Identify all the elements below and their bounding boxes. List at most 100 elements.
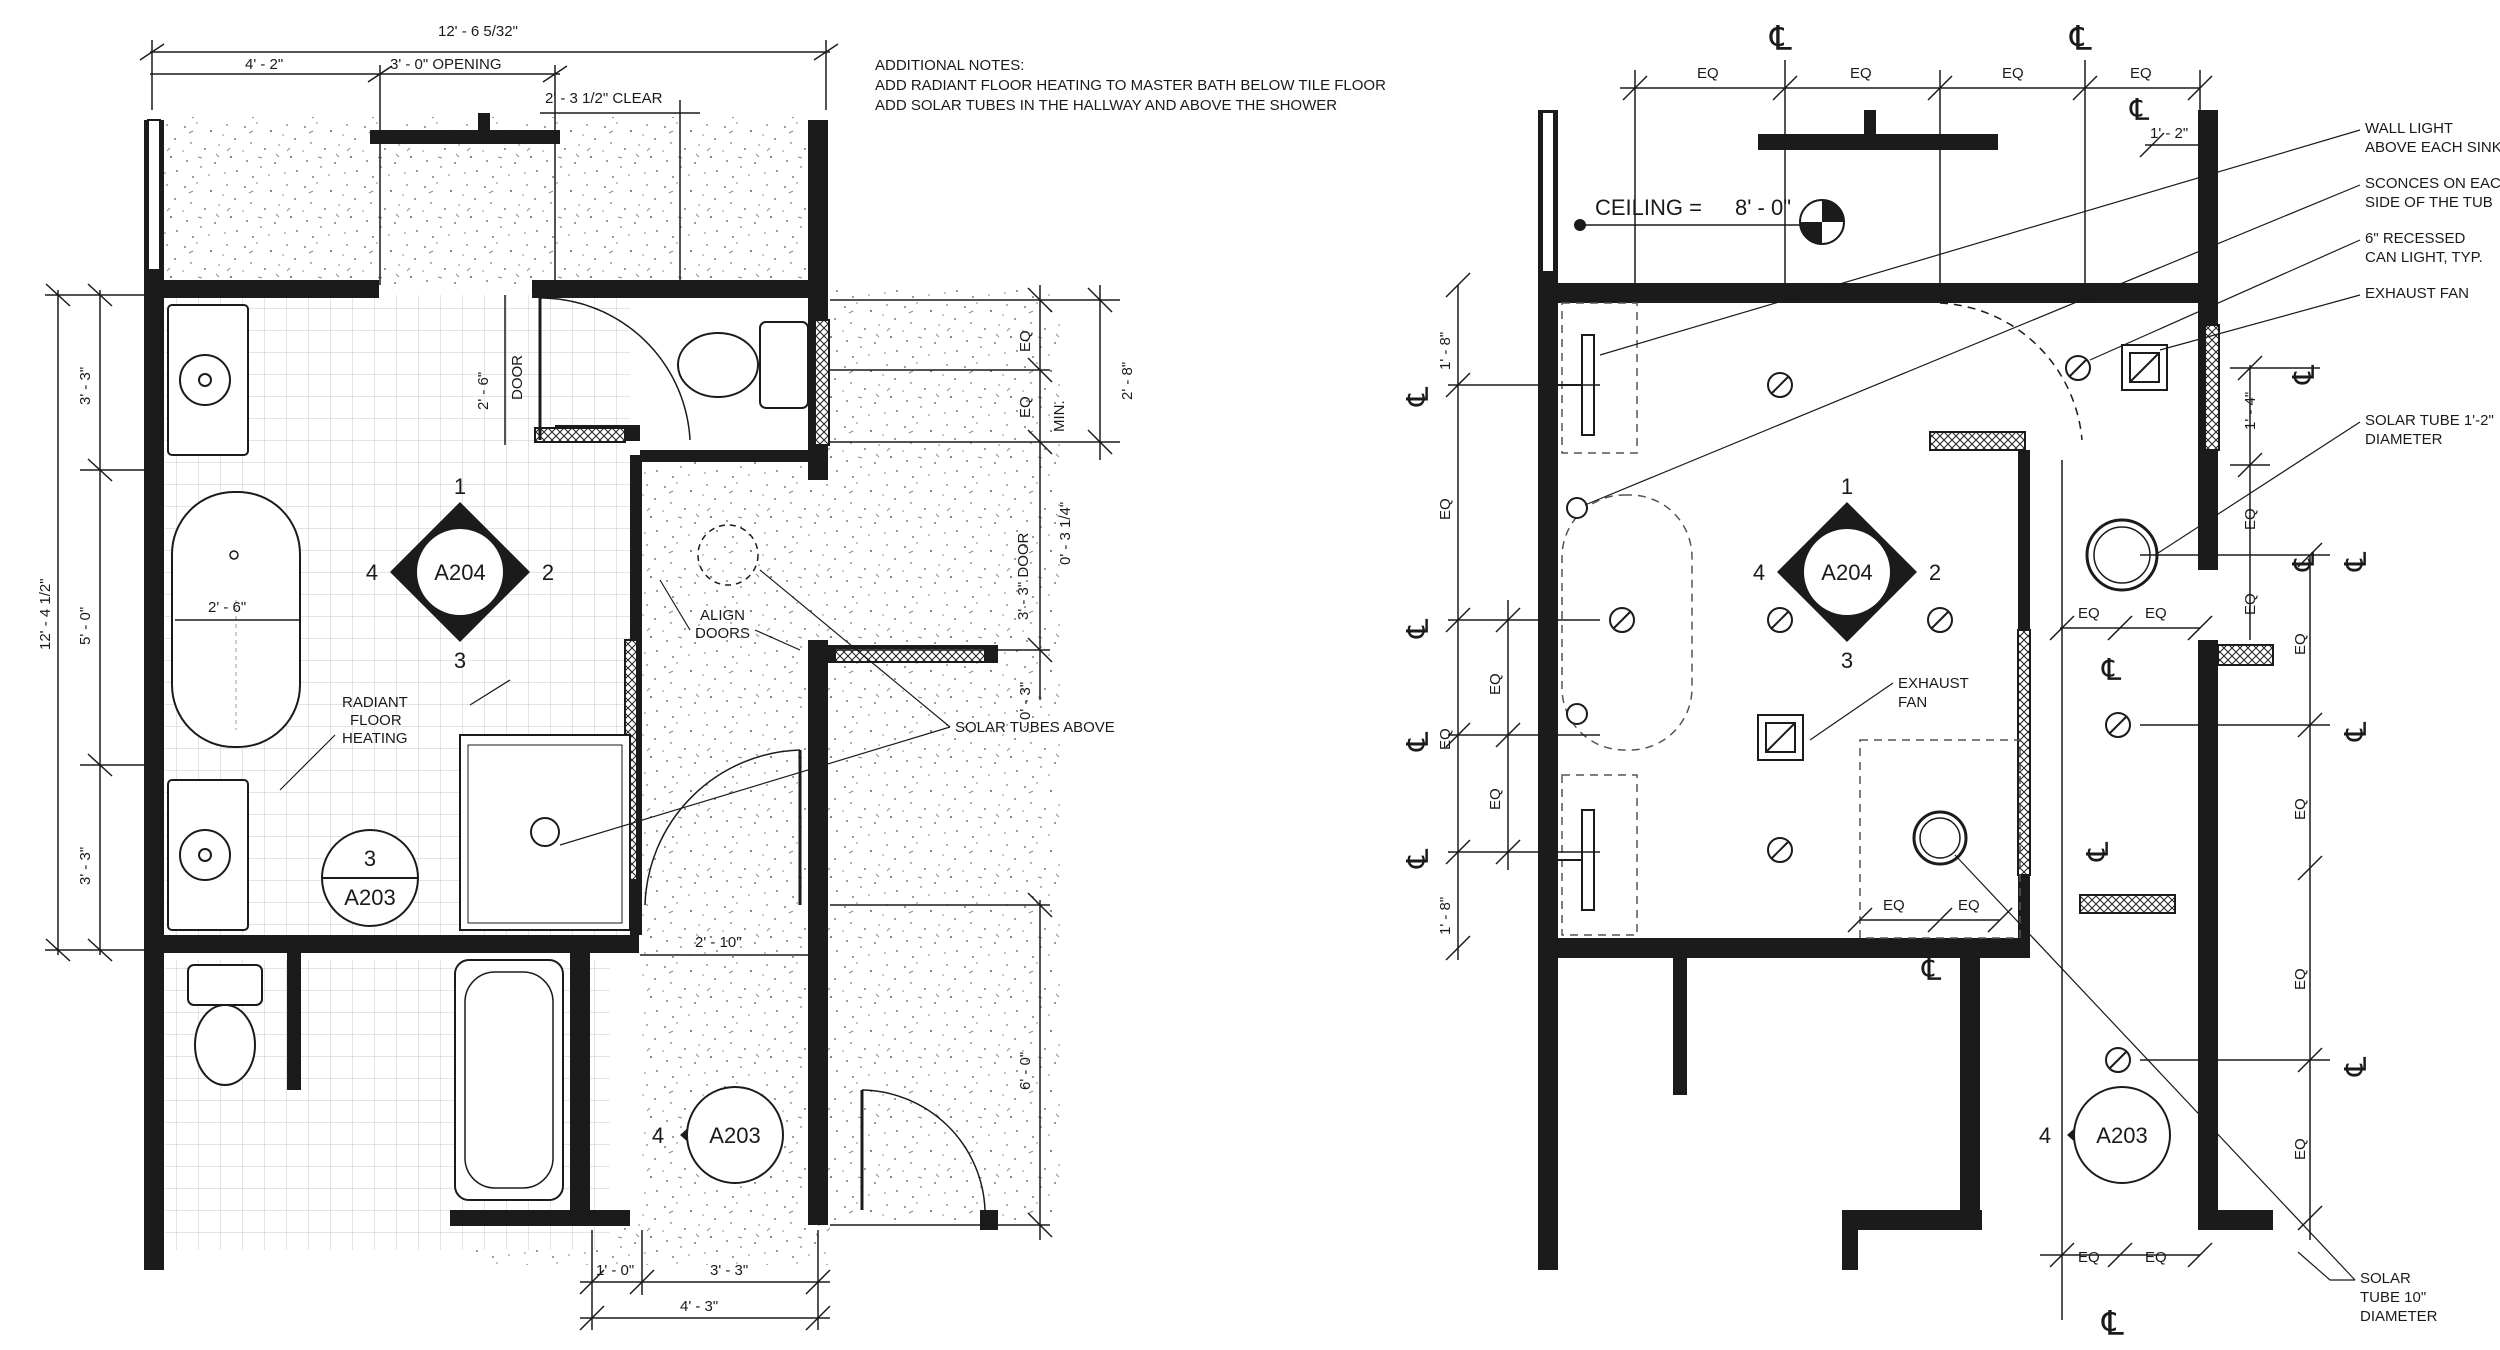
dim-wc-depth: 2' - 8" bbox=[1119, 362, 1136, 400]
r-dim-eq-b: EQ bbox=[1850, 65, 1872, 82]
callout-sconces-1: SCONCES ON EACH bbox=[2365, 175, 2500, 192]
cl-left-1: ℄ bbox=[1402, 386, 1435, 407]
toilet-second bbox=[187, 964, 263, 1086]
svg-text:2: 2 bbox=[542, 560, 554, 585]
dim-gap-a: 0' - 3 1/4" bbox=[1057, 502, 1074, 565]
closet-door-swing bbox=[861, 1089, 986, 1211]
cl-left-2: ℄ bbox=[1402, 618, 1435, 639]
r-dim-eq-h2: EQ bbox=[2145, 605, 2167, 622]
cl-mid-1: ℄ bbox=[2101, 654, 2122, 687]
dim-hall-width: 2' - 10" bbox=[695, 934, 742, 951]
r-dim-1-8-top: 1' - 8" bbox=[1437, 332, 1454, 370]
svg-text:1: 1 bbox=[1841, 474, 1853, 499]
callout-solar-12-2: DIAMETER bbox=[2365, 431, 2443, 448]
sconce-2 bbox=[1566, 703, 1588, 725]
r-dim-eq-r1: EQ bbox=[2242, 508, 2259, 530]
dim-eq-2: EQ bbox=[1017, 396, 1034, 418]
label-align-doors-2: DOORS bbox=[695, 625, 750, 642]
callout-solar-12-1: SOLAR TUBE 1'-2" bbox=[2365, 412, 2494, 429]
r-dim-eq-h4: EQ bbox=[1958, 897, 1980, 914]
can-light bbox=[1767, 372, 1793, 398]
sink-bottom bbox=[167, 779, 249, 931]
dim-opening: 3' - 0" OPENING bbox=[390, 56, 502, 73]
tag-a203-circle: 3 A203 bbox=[321, 829, 419, 927]
r-dim-eq-l3: EQ bbox=[1437, 728, 1454, 750]
shower-drain bbox=[530, 817, 560, 847]
r-dim-eq-h5: EQ bbox=[2078, 1249, 2100, 1266]
wc-side-wall bbox=[814, 319, 830, 446]
svg-text:4: 4 bbox=[2039, 1123, 2051, 1148]
svg-text:A203: A203 bbox=[344, 885, 395, 910]
svg-text:A203: A203 bbox=[2096, 1123, 2147, 1148]
dim-gap-b: 0' - 3" bbox=[1017, 682, 1034, 720]
callout-recessed-1: 6" RECESSED bbox=[2365, 230, 2466, 247]
svg-text:A203: A203 bbox=[709, 1123, 760, 1148]
dim-lines-left bbox=[45, 283, 150, 962]
r-glass-wall bbox=[2017, 629, 2031, 876]
cl-mid-3: ℄ bbox=[1921, 954, 1942, 987]
recessed-lights bbox=[1609, 355, 2131, 1073]
can-light bbox=[2105, 712, 2131, 738]
r-dim-eq-r4: EQ bbox=[2292, 798, 2309, 820]
dim-sink-top: 3' - 3" bbox=[77, 367, 94, 405]
leaders-left bbox=[279, 569, 951, 846]
exhaust-fan-main bbox=[1757, 714, 1804, 761]
cl-right-4: ℄ bbox=[2340, 721, 2373, 742]
r-hall-partition bbox=[2079, 894, 2176, 914]
svg-text:2: 2 bbox=[1929, 560, 1941, 585]
note-2: ADD SOLAR TUBES IN THE HALLWAY AND ABOVE… bbox=[875, 97, 1337, 114]
ceiling-height-icon bbox=[1799, 199, 1845, 245]
shower bbox=[459, 734, 631, 931]
svg-text:3: 3 bbox=[1841, 648, 1853, 673]
callout-solar-10-1: SOLAR bbox=[2360, 1270, 2411, 1287]
r-dim-eq-a: EQ bbox=[1697, 65, 1719, 82]
dim-lines-bottom bbox=[579, 1230, 831, 1331]
note-1: ADD RADIANT FLOOR HEATING TO MASTER BATH… bbox=[875, 77, 1386, 94]
callout-sconces-2: SIDE OF THE TUB bbox=[2365, 194, 2493, 211]
cl-right-5: ℄ bbox=[2340, 1056, 2373, 1077]
ceiling-label: CEILING = bbox=[1595, 195, 1702, 220]
can-light bbox=[1767, 837, 1793, 863]
r-dim-1-2: 1' - 2" bbox=[2150, 125, 2188, 142]
shower-curb bbox=[467, 744, 623, 924]
label-solar-tubes-above: SOLAR TUBES ABOVE bbox=[955, 719, 1115, 736]
r-dim-eq-l4: EQ bbox=[1487, 788, 1504, 810]
dim-eq-1: EQ bbox=[1017, 330, 1034, 352]
cl-top-2: ℄ bbox=[2069, 20, 2092, 58]
exterior-pad-right bbox=[820, 290, 1060, 1220]
cl-top-1: ℄ bbox=[1769, 20, 1792, 58]
wc-partition bbox=[534, 427, 626, 443]
tag-a203-arrow-right: A203 4 bbox=[2039, 1086, 2171, 1184]
r-dim-eq-r5: EQ bbox=[2292, 968, 2309, 990]
dim-tub-width: 2' - 6" bbox=[208, 599, 246, 616]
r-door-swing bbox=[1939, 302, 2083, 441]
svg-text:3: 3 bbox=[454, 648, 466, 673]
dim-left-seg: 4' - 2" bbox=[245, 56, 283, 73]
r-fixture-outlines bbox=[1561, 302, 2021, 939]
label-align-doors-1: ALIGN bbox=[700, 607, 745, 624]
callout-wall-light-2: ABOVE EACH SINK bbox=[2365, 139, 2500, 156]
r-dim-lines-left bbox=[1445, 272, 1600, 961]
svg-text:1: 1 bbox=[454, 474, 466, 499]
dim-bot-b: 3' - 3" bbox=[710, 1262, 748, 1279]
dim-clear: 2' - 3 1/2" CLEAR bbox=[545, 90, 663, 107]
solar-tube-small bbox=[1912, 810, 1968, 866]
callout-exhaust-fan2-1: EXHAUST bbox=[1898, 675, 1969, 692]
dim-door-height: 2' - 6" bbox=[475, 372, 492, 410]
window-left bbox=[147, 119, 161, 271]
r-leaders bbox=[1584, 129, 2361, 1281]
second-bathtub-inner bbox=[464, 971, 554, 1189]
r-dim-eq-c: EQ bbox=[2002, 65, 2024, 82]
dim-door-33: 3' - 3" DOOR bbox=[1015, 532, 1032, 620]
callout-exhaust-fan: EXHAUST FAN bbox=[2365, 285, 2469, 302]
r-dim-eq-r6: EQ bbox=[2292, 1138, 2309, 1160]
can-light bbox=[1927, 607, 1953, 633]
r-dim-eq-l1: EQ bbox=[1437, 498, 1454, 520]
svg-text:4: 4 bbox=[652, 1123, 664, 1148]
wall-light-bottom bbox=[1558, 809, 1595, 911]
svg-text:A204: A204 bbox=[434, 560, 485, 585]
r-dim-1-8-bot: 1' - 8" bbox=[1437, 897, 1454, 935]
sink-top bbox=[167, 304, 249, 456]
can-light bbox=[1767, 607, 1793, 633]
